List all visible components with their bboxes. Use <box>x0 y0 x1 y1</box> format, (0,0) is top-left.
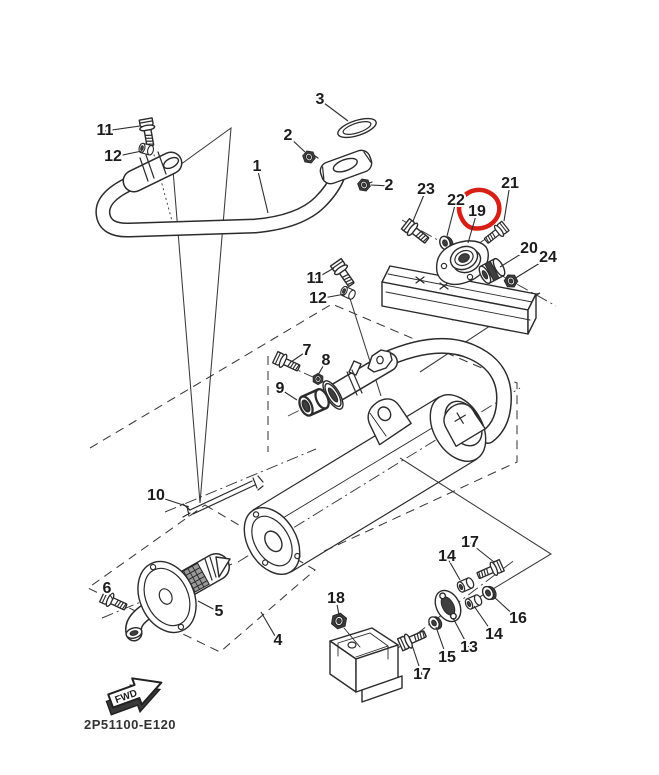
callout-leader-4 <box>260 611 279 642</box>
callout-number-17: 17 <box>461 534 479 551</box>
part-11-bolt-mid <box>329 257 359 290</box>
part-1-exhaust-pipe <box>95 149 373 238</box>
callout-number-14: 14 <box>438 548 456 565</box>
callout-number-23: 23 <box>417 181 435 198</box>
callout-number-12: 12 <box>309 290 327 307</box>
fwd-arrow: FWD <box>105 677 163 716</box>
callout-leader-12 <box>112 150 143 158</box>
callout-number-9: 9 <box>276 380 285 397</box>
exhaust-flange <box>319 149 373 185</box>
callout-number-15: 15 <box>438 649 456 666</box>
muffler-front-stay <box>367 398 412 446</box>
callout-leader-6 <box>106 588 114 601</box>
callout-leader-11 <box>104 125 141 132</box>
callout-number-17: 17 <box>413 666 431 683</box>
callout-number-7: 7 <box>303 342 312 359</box>
callout-leader-8 <box>317 360 327 376</box>
part-8-nut <box>312 372 324 386</box>
frame-channel-bracket <box>381 265 537 335</box>
part-2-nut-b <box>356 176 372 194</box>
callout-leader-11 <box>314 267 335 280</box>
callout-leader-15 <box>435 626 448 659</box>
callout-leader-2 <box>370 184 390 187</box>
callout-number-11: 11 <box>307 270 324 287</box>
parts-artwork <box>95 117 537 703</box>
part-21-bolt <box>481 219 511 247</box>
callout-number-4: 4 <box>274 632 283 649</box>
tailpipe-plate <box>137 560 197 634</box>
callout-number-5: 5 <box>215 603 224 620</box>
callout-leader-10 <box>155 495 190 508</box>
callout-leader-18 <box>335 598 340 616</box>
callout-number-19: 19 <box>468 203 486 220</box>
callout-leader-16 <box>492 595 519 620</box>
alignment-sliver-bottom <box>399 457 552 599</box>
part-20-damper <box>478 257 506 285</box>
callout-number-20: 20 <box>520 240 538 257</box>
callout-labels: 1112232123221921202411127891065418171416… <box>95 89 559 685</box>
callout-number-8: 8 <box>322 352 331 369</box>
callout-leader-22 <box>446 200 457 237</box>
callout-leader-12 <box>317 293 346 300</box>
part-13-damper <box>434 589 462 623</box>
callout-number-6: 6 <box>103 580 112 597</box>
callout-leader-14 <box>446 556 461 581</box>
callout-number-3: 3 <box>316 91 325 108</box>
callout-leader-5 <box>197 600 220 613</box>
callout-leader-21 <box>503 183 511 222</box>
callout-leader-24 <box>513 257 549 280</box>
part-12-collar-mid <box>338 284 358 301</box>
muffler-front-face <box>243 507 301 575</box>
callout-leader-1 <box>256 166 269 214</box>
callout-number-1: 1 <box>253 158 262 175</box>
callout-leader-7 <box>290 350 308 363</box>
callout-number-14: 14 <box>485 626 503 643</box>
callout-number-24: 24 <box>539 249 557 266</box>
callout-number-13: 13 <box>460 639 478 656</box>
part-10-gasket-strip <box>182 475 264 518</box>
fwd-arrow-face <box>107 677 163 709</box>
part-5-tailpipe-assembly <box>125 553 231 642</box>
callout-leader-19 <box>467 211 478 244</box>
callout-leader-9 <box>279 388 298 401</box>
muffler-rear-hanger <box>443 402 486 448</box>
callout-number-21: 21 <box>501 175 519 192</box>
muffler-inlet-joint <box>322 349 398 410</box>
part-19-stay-bracket <box>435 240 489 286</box>
part-9-sleeve-gasket <box>298 388 330 417</box>
callout-leader-14 <box>473 605 495 636</box>
part-4-muffler <box>243 394 487 575</box>
callout-leader-17 <box>411 644 423 676</box>
callout-leader-20 <box>499 248 530 268</box>
callout-number-22: 22 <box>447 192 465 209</box>
callout-number-10: 10 <box>147 487 165 504</box>
frame-mount-bracket <box>329 627 403 703</box>
centerline-bolt-11-top <box>149 139 176 233</box>
part-3-gasket <box>337 117 377 139</box>
alignment-sliver-top <box>172 126 232 504</box>
callout-number-2: 2 <box>385 177 394 194</box>
callout-leader-17 <box>469 542 495 563</box>
highlight-circle-part-19 <box>456 187 502 231</box>
callout-leader-13 <box>452 617 470 649</box>
callout-number-12: 12 <box>104 148 122 165</box>
part-7-bolt <box>271 350 303 376</box>
callout-number-16: 16 <box>509 610 527 627</box>
callout-number-18: 18 <box>327 590 345 607</box>
callout-number-2: 2 <box>284 127 293 144</box>
part-24-nut <box>502 271 520 291</box>
callout-leader-3 <box>319 99 349 122</box>
part-14-collar-upper <box>455 576 476 594</box>
part-16-washer-nut <box>479 582 499 604</box>
dashed-boundary-main <box>89 303 518 554</box>
muffler-inlet-tube <box>373 339 511 443</box>
callout-leader-2 <box>287 135 306 153</box>
callout-leader-23 <box>412 189 427 222</box>
part-11-bolt-top <box>137 117 159 148</box>
centerline-gasket-strip <box>164 448 317 513</box>
part-code-text: 2P51100-E120 <box>84 717 176 732</box>
callout-number-11: 11 <box>97 122 114 139</box>
